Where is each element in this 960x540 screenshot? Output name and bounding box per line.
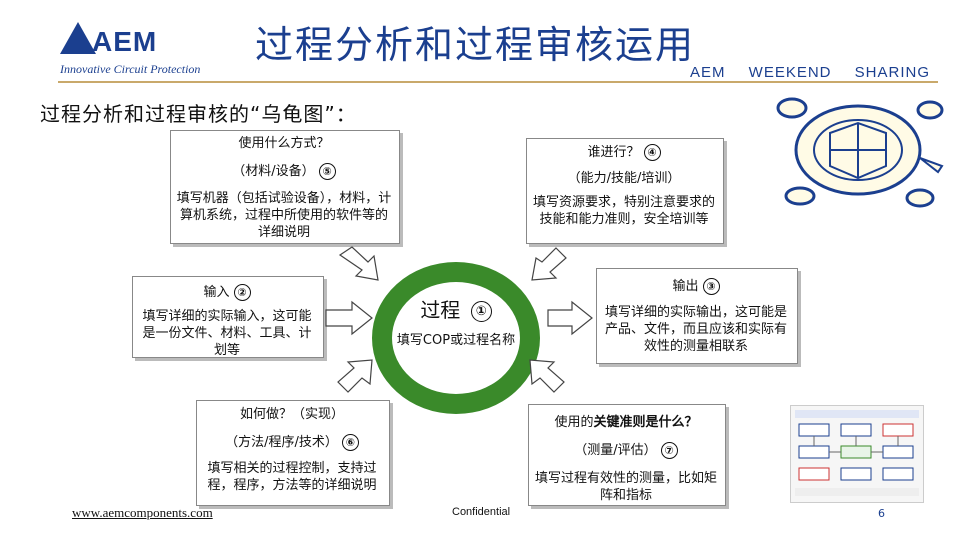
arrow-process-to-output [548, 302, 592, 334]
arrow-how-to-process [338, 360, 372, 392]
flowchart-thumbnail [790, 405, 924, 503]
arrow-criteria-to-process [530, 360, 564, 392]
arrow-who-to-process [532, 248, 566, 280]
confidential-label: Confidential [452, 506, 510, 518]
footer-website-link[interactable]: www.aemcomponents.com [72, 505, 213, 521]
arrow-method-to-process [340, 247, 378, 280]
arrow-input-to-process [326, 302, 372, 334]
page-number: 6 [878, 507, 885, 520]
flowchart-thumbnail-graphic [791, 406, 923, 502]
